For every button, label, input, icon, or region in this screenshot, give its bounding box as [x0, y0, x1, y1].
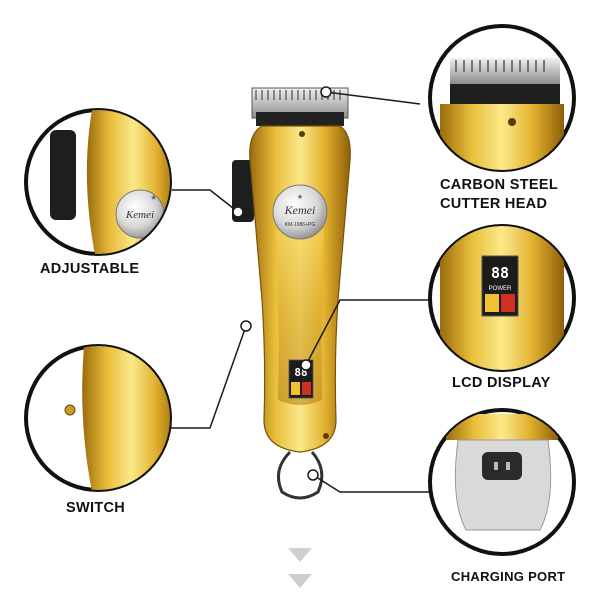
label-charging-port: CHARGING PORT	[451, 569, 566, 584]
callout-cutter-head	[428, 24, 576, 172]
label-cutter-line1: CARBON STEEL	[440, 177, 558, 193]
label-adjustable: ADJUSTABLE	[40, 261, 140, 277]
zoom-lcd-power: POWER	[489, 286, 512, 292]
callout-lcd: 88 POWER	[428, 224, 576, 372]
label-switch: SWITCH	[66, 500, 125, 516]
label-cutter-head: CARBON STEEL CUTTER HEAD	[440, 176, 558, 214]
label-lcd-display: LCD DISPLAY	[452, 375, 551, 391]
label-cutter-line2: CUTTER HEAD	[440, 196, 548, 212]
callout-switch	[24, 344, 172, 492]
star-icon: ★	[297, 193, 303, 201]
clipper-body: Kemei KM-1986+PG ★ 88	[232, 87, 351, 500]
zoom-lcd-digits: 88	[491, 264, 509, 282]
zoom-logo-brand: Kemei	[125, 209, 154, 221]
logo-model: KM-1986+PG	[285, 222, 316, 228]
callout-adjustable: Kemei ★	[24, 108, 172, 256]
star-icon: ★	[150, 193, 157, 202]
scroll-down-arrow-icon[interactable]	[288, 548, 312, 562]
callout-lines	[170, 86, 430, 493]
callout-charging-port	[428, 408, 576, 556]
logo-brand: Kemei	[284, 203, 316, 217]
scroll-down-arrow-icon[interactable]	[288, 574, 312, 588]
